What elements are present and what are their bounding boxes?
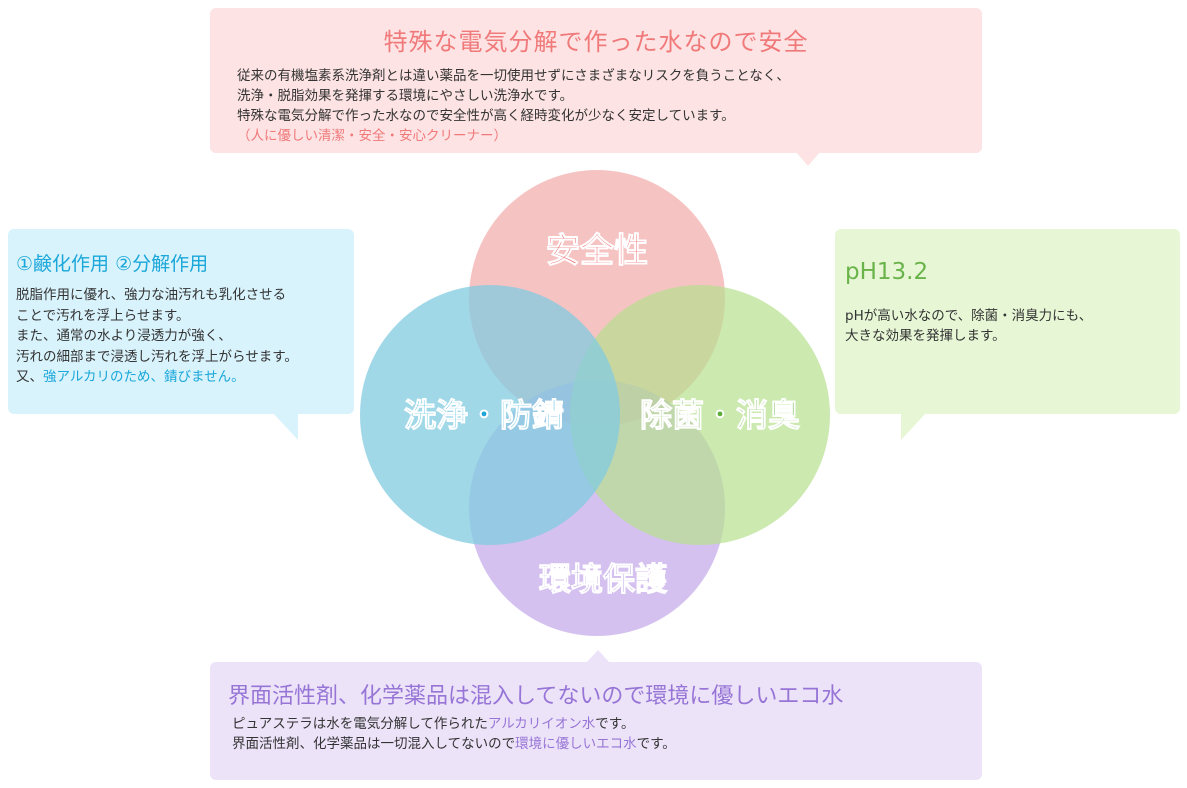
cleaning-highlight-alkali: 強アルカリのため、 <box>43 369 164 385</box>
ph-callout-title: pH13.2 <box>845 259 929 285</box>
ph-line-2: 大きな効果を発揮します。 <box>845 328 1006 344</box>
circle-clean <box>360 285 620 545</box>
safety-callout-body: 従来の有機塩素系洗浄剤とは違い薬品を一切使用せずにさまざまなリスクを負うことなく… <box>237 66 790 146</box>
eco-line-1: ピュアステラは水を電気分解して作られたアルカリイオン水です。 <box>232 714 676 734</box>
eco-callout-body: ピュアステラは水を電気分解して作られたアルカリイオン水です。 界面活性剤、化学薬… <box>232 714 676 754</box>
ph-line-1: pHが高い水なので、除菌・消臭力にも、 <box>845 308 1093 324</box>
cleaning-line-3: また、通常の水より浸透力が強く、 <box>16 328 232 344</box>
eco-line-1-a: ピュアステラは水を電気分解して作られた <box>232 716 488 732</box>
eco-callout: 界面活性剤、化学薬品は混入してないので環境に優しいエコ水 ピュアステラは水を電気… <box>210 650 982 780</box>
safety-line-1: 従来の有機塩素系洗浄剤とは違い薬品を一切使用せずにさまざまなリスクを負うことなく… <box>237 68 790 84</box>
circle-label-safety: 安全性 <box>546 231 648 271</box>
eco-callout-title: 界面活性剤、化学薬品は混入してないので環境に優しいエコ水 <box>228 684 844 709</box>
cleaning-highlight-rust: 錆びません。 <box>163 369 245 385</box>
ph-callout: pH13.2 pHが高い水なので、除菌・消臭力にも、 大きな効果を発揮します。 <box>835 229 1180 440</box>
cleaning-line-5-prefix: 又、 <box>16 369 43 385</box>
safety-line-2: 洗浄・脱脂効果を発揮する環境にやさしい洗浄水です。 <box>237 88 574 104</box>
cleaning-line-5: 又、強アルカリのため、錆びません。 <box>16 367 298 388</box>
safety-callout: 特殊な電気分解で作った水なので安全 従来の有機塩素系洗浄剤とは違い薬品を一切使用… <box>210 8 982 166</box>
safety-line-3: 特殊な電気分解で作った水なので安全性が高く経時変化が少なく安定しています。 <box>237 108 735 124</box>
ph-callout-pointer <box>901 412 927 440</box>
circle-label-sterilize: 除菌・消臭 <box>640 396 800 434</box>
eco-highlight-alkaline-water: アルカリイオン水 <box>487 716 596 732</box>
safety-callout-pointer <box>796 152 820 166</box>
eco-line-2-b: です。 <box>636 736 676 752</box>
cleaning-callout-title: ①鹸化作用 ②分解作用 <box>16 253 209 275</box>
cleaning-callout-pointer <box>272 412 298 440</box>
circle-sterilize <box>570 285 830 545</box>
ph-callout-body: pHが高い水なので、除菌・消臭力にも、 大きな効果を発揮します。 <box>845 306 1092 346</box>
eco-callout-pointer <box>586 650 610 663</box>
eco-highlight-eco-water: 環境に優しいエコ水 <box>515 736 637 752</box>
cleaning-line-1: 脱脂作用に優れ、強力な油汚れも乳化させる <box>16 287 287 303</box>
circle-label-eco: 環境保護 <box>539 560 668 598</box>
safety-tagline: （人に優しい清潔・安全・安心クリーナー） <box>237 128 507 144</box>
cleaning-line-4: 汚れの細部まで浸透し汚れを浮上がらせます。 <box>16 348 298 365</box>
safety-callout-title: 特殊な電気分解で作った水なので安全 <box>383 28 809 56</box>
eco-line-2: 界面活性剤、化学薬品は一切混入してないので環境に優しいエコ水です。 <box>232 734 676 754</box>
eco-line-1-b: です。 <box>595 716 635 732</box>
eco-line-2-a: 界面活性剤、化学薬品は一切混入してないので <box>232 736 516 752</box>
cleaning-callout-body: 脱脂作用に優れ、強力な油汚れも乳化させる ことで汚れを浮上らせます。 また、通常… <box>16 285 298 388</box>
circle-label-clean: 洗浄・防錆 <box>404 396 564 434</box>
cleaning-line-2: ことで汚れを浮上らせます。 <box>16 307 190 324</box>
cleaning-callout: ①鹸化作用 ②分解作用 脱脂作用に優れ、強力な油汚れも乳化させる ことで汚れを浮… <box>8 229 354 440</box>
